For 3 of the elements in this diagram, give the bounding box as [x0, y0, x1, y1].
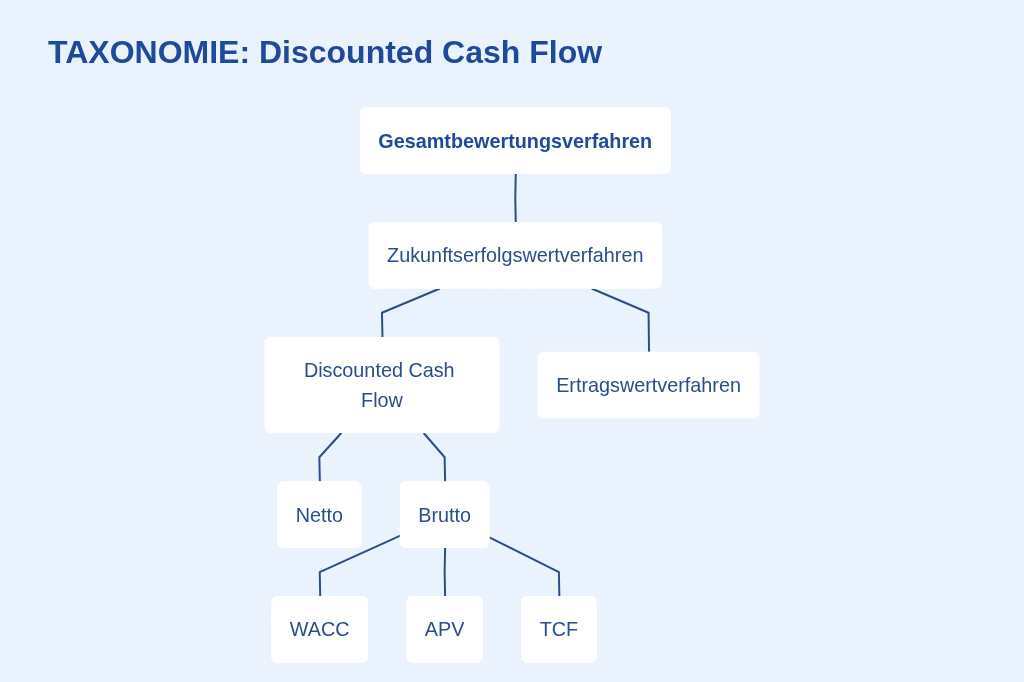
diagram-title: TAXONOMIE: Discounted Cash Flow [48, 34, 603, 71]
connector [590, 287, 651, 354]
connector [381, 287, 441, 339]
